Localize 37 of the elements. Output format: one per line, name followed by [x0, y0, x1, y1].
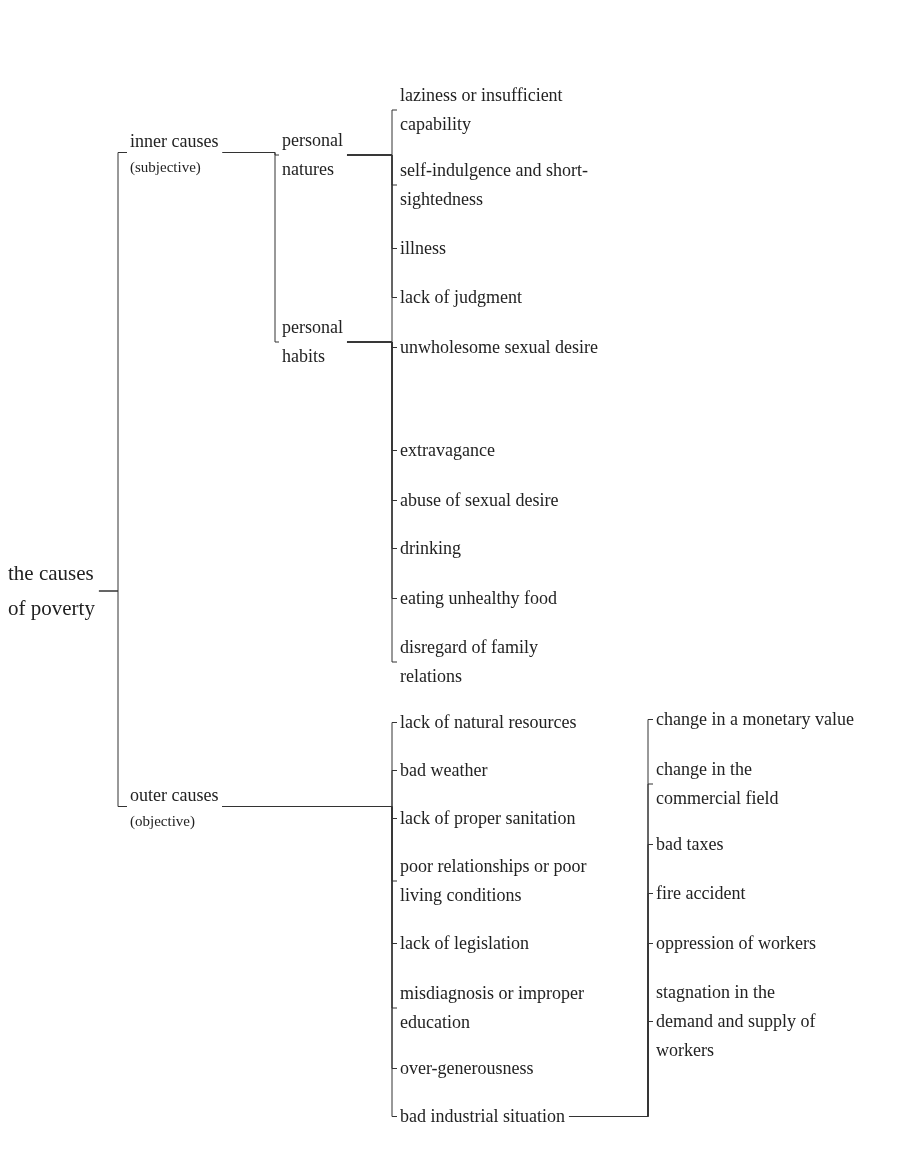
category-label: bad industrial situation: [400, 1102, 620, 1131]
category-label: illness: [400, 234, 600, 263]
category-label: bad taxes: [656, 830, 856, 859]
category-label: extravagance: [400, 436, 600, 465]
category-label: the causes of poverty: [8, 556, 112, 626]
bracket-line: [346, 341, 398, 663]
category-label: stagnation in the demand and supply of workers: [656, 978, 836, 1065]
category-label: outer causes: [130, 784, 219, 807]
bracket-line: [568, 1021, 654, 1117]
bracket-line: [98, 590, 128, 807]
category-label: over-generousness: [400, 1054, 640, 1083]
category-label: fire accident: [656, 879, 856, 908]
category-label: inner causes: [130, 130, 219, 153]
category-label: unwholesome sexual desire: [400, 333, 600, 362]
category-label: laziness or insufficient capability: [400, 81, 615, 139]
category-label: bad weather: [400, 756, 640, 785]
category-label: self-indulgence and short-sightedness: [400, 156, 590, 214]
category-label: abuse of sexual desire: [400, 486, 610, 515]
category-label: eating unhealthy food: [400, 584, 610, 613]
bracket-line: [221, 806, 398, 1117]
category-label: oppression of workers: [656, 929, 876, 958]
category-label: disregard of family relations: [400, 633, 600, 691]
bracket-line: [346, 154, 398, 348]
category-label: lack of legislation: [400, 929, 640, 958]
category-label: poor relationships or poor living conditions: [400, 852, 590, 910]
category-label: change in the commercial field: [656, 755, 836, 813]
category-label: lack of natural resources: [400, 708, 640, 737]
category-label: drinking: [400, 534, 600, 563]
bracket-line: [221, 152, 280, 343]
category-label: personal natures: [282, 126, 372, 184]
category-label: misdiagnosis or improper education: [400, 979, 590, 1037]
category-label: change in a monetary value: [656, 705, 896, 734]
category-label: lack of proper sanitation: [400, 804, 640, 833]
category-note: (subjective): [130, 158, 201, 177]
category-note: (objective): [130, 812, 195, 831]
category-label: personal habits: [282, 313, 372, 371]
category-label: lack of judgment: [400, 283, 600, 312]
